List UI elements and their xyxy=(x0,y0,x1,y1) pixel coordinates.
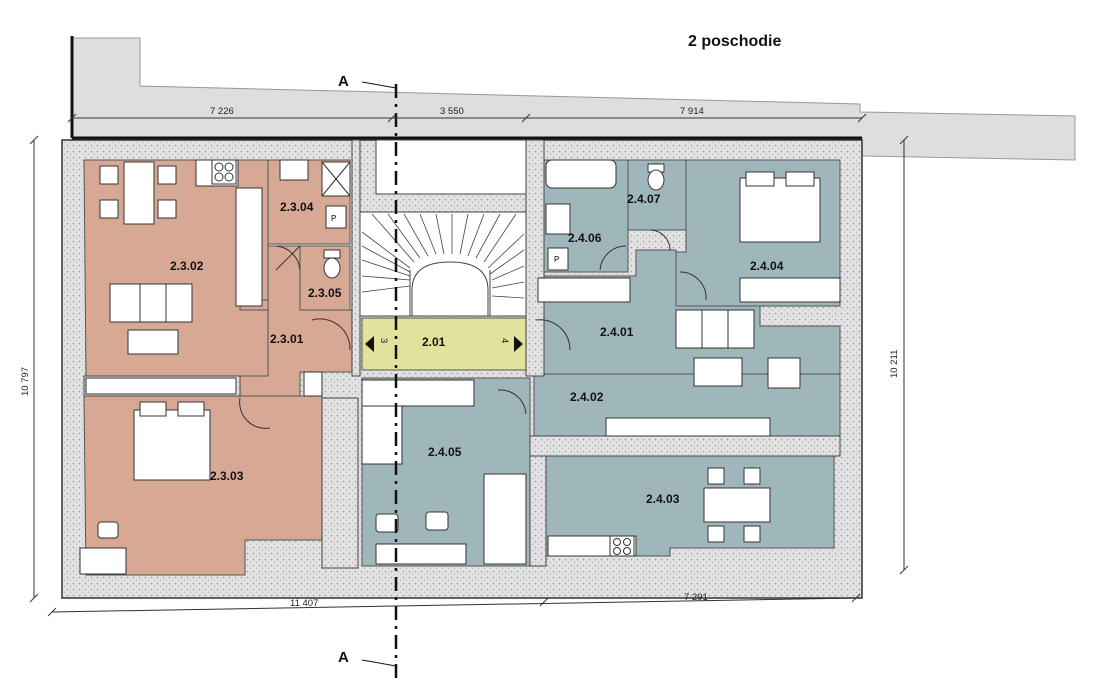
dimension-right-height: 10 211 xyxy=(889,350,900,378)
dining-table xyxy=(703,487,771,523)
dimension-top-middle: 3 550 xyxy=(440,106,464,117)
room-label-2-4-02: 2.4.02 xyxy=(570,390,604,404)
double-bed xyxy=(739,177,821,243)
svg-text:P: P xyxy=(554,255,559,264)
svg-text:P: P xyxy=(331,214,336,223)
tv-cabinet xyxy=(605,417,771,437)
sofa xyxy=(675,309,755,349)
light-shaft xyxy=(375,139,527,195)
page-title: 2 poschodie xyxy=(688,33,781,50)
inner-wall xyxy=(321,397,359,569)
room-label-2-4-03: 2.4.03 xyxy=(646,492,680,506)
section-mark-bottom: A xyxy=(338,649,349,666)
boiler xyxy=(547,247,569,271)
armchair xyxy=(767,357,801,389)
toilet-icon xyxy=(647,163,665,191)
room-label-2-3-01: 2.3.01 xyxy=(270,332,304,346)
washer xyxy=(303,371,323,397)
dimension-top-left: 7 226 xyxy=(210,106,234,117)
room-2-3-01-area xyxy=(239,245,353,399)
dimension-bottom-right: 7 291 xyxy=(684,592,708,603)
coffee-table xyxy=(693,357,743,387)
desk xyxy=(483,473,527,565)
bathtub xyxy=(545,159,617,189)
inner-wall xyxy=(525,139,545,377)
corridor-2-01 xyxy=(361,317,527,371)
room-label-2-3-02: 2.3.02 xyxy=(170,259,204,273)
room-label-2-3-03: 2.3.03 xyxy=(210,469,244,483)
toilet-icon xyxy=(323,249,341,279)
desk xyxy=(79,547,127,575)
dimension-left-height: 10 797 xyxy=(20,367,31,396)
boiler xyxy=(325,205,347,229)
dimension-bottom-left: 11 407 xyxy=(290,598,318,609)
room-label-2-4-07: 2.4.07 xyxy=(627,192,661,206)
stair-treads xyxy=(361,213,525,299)
inner-wall xyxy=(529,435,841,457)
dimension-top-right: 7 914 xyxy=(680,106,704,117)
room-label-2-4-06: 2.4.06 xyxy=(568,231,602,245)
room-label-2-3-05: 2.3.05 xyxy=(308,286,342,300)
wardrobe xyxy=(361,379,475,407)
room-label-2-01: 2.01 xyxy=(422,335,446,349)
cooking-pot-icon xyxy=(375,511,449,533)
inner-wall xyxy=(529,455,547,567)
room-label-2-4-04: 2.4.04 xyxy=(750,259,784,273)
stair-well xyxy=(411,261,489,317)
door-arrow-left xyxy=(365,336,374,352)
cooking-pot-icon xyxy=(97,521,119,539)
wardrobe xyxy=(537,277,631,303)
wardrobe xyxy=(85,377,237,395)
kitchen-counter xyxy=(235,187,263,307)
room-label-2-4-05: 2.4.05 xyxy=(428,445,462,459)
kitchen-counter xyxy=(547,535,637,557)
inner-wall xyxy=(351,139,361,377)
door-arrow-right xyxy=(514,336,523,352)
door-number-4: 4 xyxy=(499,338,510,343)
desk xyxy=(375,543,467,565)
door-number-3: 3 xyxy=(378,338,389,343)
cooktop-icon xyxy=(211,159,237,185)
wardrobe xyxy=(739,277,841,303)
coffee-table xyxy=(127,329,179,355)
sofa xyxy=(109,283,193,323)
cooktop-icon xyxy=(609,535,635,557)
washbasin xyxy=(545,203,571,235)
section-mark-top: A xyxy=(338,73,349,90)
dining-table xyxy=(99,161,177,225)
washbasin xyxy=(279,159,309,181)
bed xyxy=(133,409,211,481)
dimension-lines xyxy=(29,113,909,617)
door-swing xyxy=(239,229,707,429)
shower-icon xyxy=(321,161,351,197)
room-label-2-3-04: 2.3.04 xyxy=(280,200,314,214)
room-label-2-4-01: 2.4.01 xyxy=(600,325,634,339)
